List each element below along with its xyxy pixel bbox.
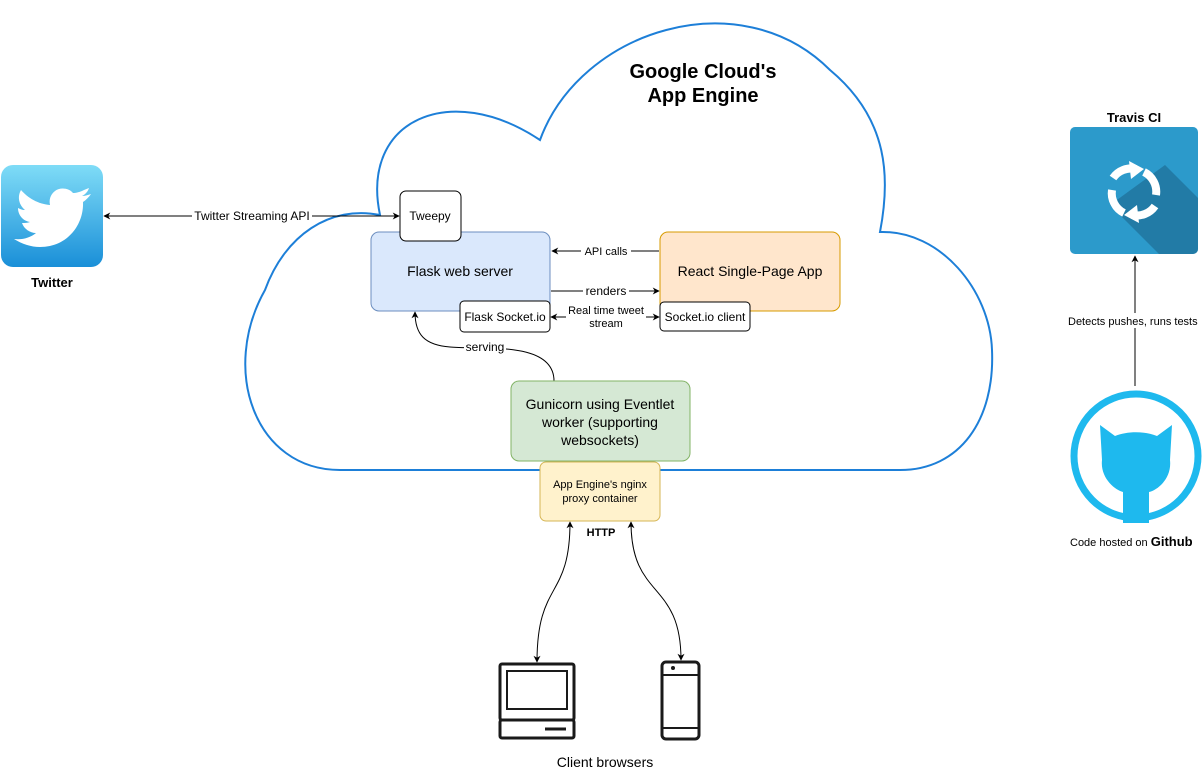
flask-socketio-box xyxy=(459,300,551,333)
gunicorn-label-line3: websockets) xyxy=(560,432,639,448)
phone-icon xyxy=(660,660,701,741)
nginx-label-line1: App Engine's nginx xyxy=(553,479,647,491)
tweepy-label: Tweepy xyxy=(409,209,450,223)
http-edge-phone xyxy=(627,521,685,661)
http-edge-laptop xyxy=(533,521,574,663)
gunicorn-label-line1: Gunicorn using Eventlet xyxy=(526,396,675,412)
http-label: HTTP xyxy=(587,527,616,539)
renders-label: renders xyxy=(586,284,627,298)
gunicorn-box xyxy=(510,380,691,462)
laptop-icon xyxy=(498,662,576,740)
github-label: Code hosted on Github xyxy=(1070,534,1193,549)
cloud-title-line1: Google Cloud's xyxy=(630,61,777,83)
socketio-client-label: Socket.io client xyxy=(665,310,746,324)
twitter-bird-shape xyxy=(14,188,91,247)
serving-edge xyxy=(411,311,555,382)
gunicorn-label-line2: worker (supporting xyxy=(541,414,658,430)
twitter-label: Twitter xyxy=(31,275,73,290)
tweepy-box xyxy=(399,190,462,242)
nginx-label-line2: proxy container xyxy=(562,493,638,505)
twitter-node: Twitter xyxy=(1,165,103,290)
realtime-label-line2: stream xyxy=(589,318,623,330)
serving-label: serving xyxy=(466,340,505,354)
api-calls-label: API calls xyxy=(585,246,628,258)
detects-pushes-label: Detects pushes, runs tests xyxy=(1068,316,1198,328)
socketio-client-box xyxy=(659,301,751,332)
travis-sync-icon xyxy=(1070,127,1198,254)
github-octocat-icon xyxy=(1070,390,1202,523)
flask-socketio-label: Flask Socket.io xyxy=(464,310,546,324)
react-app-label: React Single-Page App xyxy=(678,263,823,279)
nginx-proxy-box xyxy=(539,461,661,522)
cloud-title-line2: App Engine xyxy=(647,85,758,107)
client-browsers-label: Client browsers xyxy=(557,754,653,770)
realtime-label-line1: Real time tweet xyxy=(568,305,644,317)
twitter-streaming-label: Twitter Streaming API xyxy=(194,209,309,223)
github-label-bold: Github xyxy=(1151,534,1193,549)
travis-label: Travis CI xyxy=(1107,110,1161,125)
flask-server-label: Flask web server xyxy=(407,263,513,279)
github-label-prefix: Code hosted on xyxy=(1070,537,1151,549)
